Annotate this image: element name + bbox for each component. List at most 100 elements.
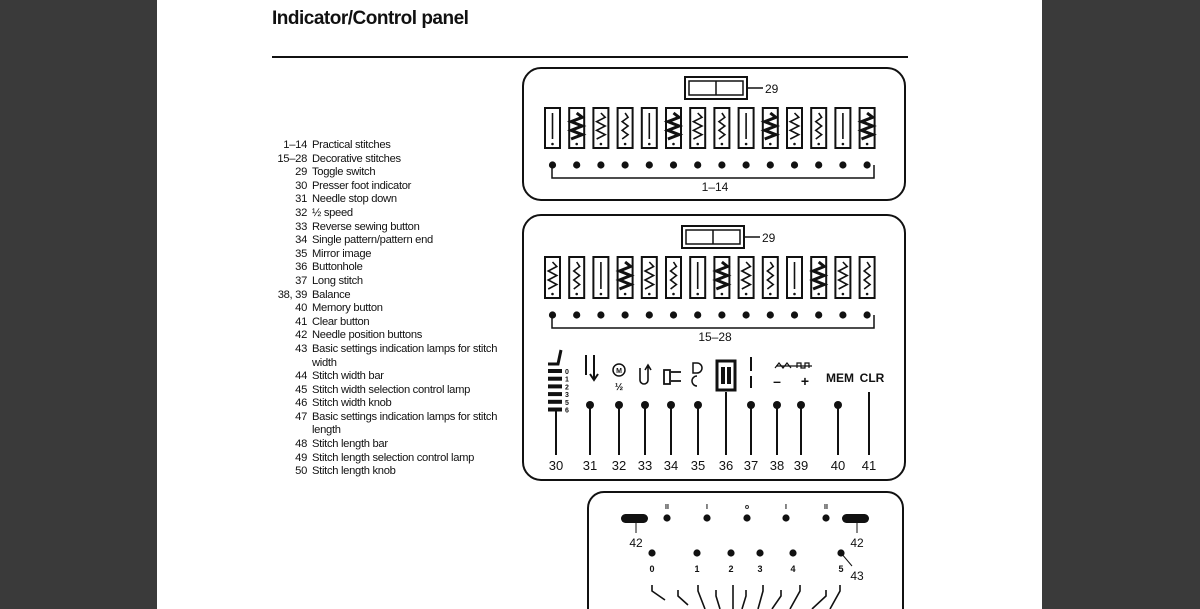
control-number: 37 — [744, 458, 758, 473]
legend-text: Needle position buttons — [312, 329, 423, 342]
presser-foot-icon — [548, 349, 563, 366]
leader-line — [757, 585, 764, 609]
stitch-number-mark — [551, 292, 554, 296]
legend-number: 34 — [295, 234, 307, 247]
leader-line — [677, 590, 689, 606]
presser-level-bar — [548, 407, 562, 412]
stitch-number-mark — [793, 292, 796, 296]
legend-text: Practical stitches — [312, 139, 391, 151]
indicator-lamp — [597, 161, 605, 169]
legend-text: Toggle switch — [312, 166, 376, 179]
legend-number: 29 — [295, 166, 307, 179]
stitch-pattern-icon — [717, 112, 727, 140]
legend-text: Single pattern/pattern end — [312, 234, 433, 247]
memory-button[interactable]: MEM — [826, 371, 854, 385]
presser-level-bar — [548, 399, 562, 404]
stitch-number-mark — [793, 142, 796, 146]
stitch-number-mark — [551, 142, 554, 146]
stitch-number-mark — [599, 292, 603, 296]
stitch-number-mark — [575, 292, 578, 296]
control-number: 38 — [770, 458, 784, 473]
legend-number: 37 — [295, 274, 307, 287]
legend-item: 49 Stitch length selection control lamp — [257, 452, 502, 466]
range-label: 1–14 — [702, 180, 729, 194]
stitch-number-mark — [744, 292, 748, 296]
legend-number: 49 — [295, 451, 307, 464]
balance-icon — [774, 362, 812, 369]
presser-scale-label: 0 — [565, 369, 569, 376]
presser-scale-label: 1 — [565, 377, 569, 384]
legend-text: Stitch length selection control lamp — [312, 451, 475, 464]
document-page: Indicator/Control panel 1–14 Practical st… — [157, 0, 1042, 609]
indicator-lamp — [790, 161, 799, 169]
half-speed-label: ½ — [615, 382, 623, 393]
stitch-pattern-icon — [740, 261, 753, 290]
speed-motor-icon — [612, 363, 626, 377]
indicator-lamp — [694, 161, 702, 169]
indicator-lamp — [863, 311, 871, 319]
stitch-number-mark — [865, 142, 869, 146]
control-number: 35 — [691, 458, 705, 473]
control-number: 33 — [638, 458, 652, 473]
legend-text: Clear button — [312, 315, 370, 328]
indicator-lamp — [766, 161, 774, 169]
legend-number: 32 — [295, 206, 307, 219]
divider — [272, 56, 908, 58]
needle-position-lamp — [782, 514, 790, 522]
needle-position-mark: o — [745, 504, 749, 511]
page-title: Indicator/Control panel — [272, 8, 469, 29]
control-number: 39 — [794, 458, 808, 473]
stitch-number-mark — [648, 142, 651, 146]
stitch-width-value: 2 — [728, 564, 733, 574]
needle-position-lamp — [703, 514, 711, 522]
legend-text: Buttonhole — [312, 261, 363, 274]
needle-position-mark: I — [706, 504, 708, 511]
range-bracket — [551, 165, 875, 179]
stitch-width-value: 1 — [694, 564, 699, 574]
stitch-pattern-icon — [615, 260, 635, 291]
legend-item: 1–14 Practical stitches — [257, 139, 502, 153]
panel-decorative-stitches — [522, 214, 906, 481]
presser-scale-label: 6 — [565, 408, 569, 415]
presser-level-bar — [548, 376, 562, 381]
stitch-pattern-icon — [546, 261, 559, 290]
needle-left-button[interactable] — [621, 514, 648, 523]
stitch-number-mark — [817, 292, 820, 296]
leader-line — [789, 585, 801, 609]
legend-text: Stitch width knob — [312, 397, 392, 410]
mirror-image-icon — [691, 362, 703, 387]
needle-position-mark: II — [824, 504, 828, 511]
single-pattern-icon — [663, 369, 681, 385]
presser-level-bar — [548, 392, 562, 397]
indicator-lamp — [645, 161, 653, 169]
indicator-lamp — [839, 161, 847, 169]
stitch-number-mark — [672, 142, 675, 146]
control-number: 30 — [549, 458, 563, 473]
legend-number: 35 — [295, 247, 307, 260]
label-42-right: 42 — [850, 536, 864, 550]
legend-number: 47 — [295, 410, 307, 423]
legend-text: Stitch width bar — [312, 370, 384, 383]
legend-number: 1–14 — [283, 139, 307, 151]
indicator-lamp — [597, 311, 605, 319]
leader-line — [741, 590, 747, 609]
needle-right-button[interactable] — [842, 514, 869, 523]
leader-line — [715, 590, 721, 609]
control-number: 40 — [831, 458, 845, 473]
clear-button[interactable]: CLR — [860, 371, 885, 385]
leader-line — [771, 590, 782, 609]
needle-position-mark: II — [665, 504, 669, 511]
stitch-pattern-icon — [712, 260, 732, 291]
stitch-width-value: 4 — [790, 564, 795, 574]
indicator-lamp — [573, 311, 581, 319]
indicator-lamp — [790, 311, 799, 319]
stitch-width-lamp — [693, 549, 701, 557]
indicator-lamp — [766, 311, 774, 319]
